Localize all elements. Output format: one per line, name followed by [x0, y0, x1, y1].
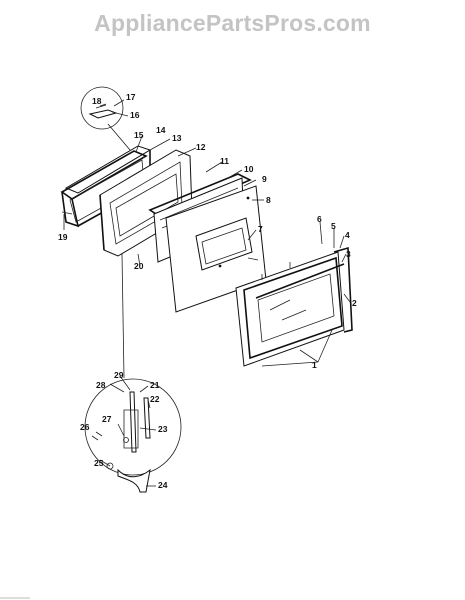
callout-11: 11 — [220, 156, 229, 166]
top-detail-circle — [80, 86, 131, 151]
callout-10: 10 — [244, 164, 254, 174]
callout-1: 1 — [312, 360, 317, 370]
callout-2: 2 — [352, 298, 357, 308]
callout-22: 22 — [150, 394, 160, 404]
outer-door-panel — [165, 185, 267, 313]
watermark-logo: AppliancePartsPros.com — [94, 10, 371, 36]
callout-4: 4 — [345, 230, 350, 240]
callout-8: 8 — [266, 195, 271, 205]
callout-21: 21 — [150, 380, 160, 390]
callout-5: 5 — [331, 221, 336, 231]
callout-6: 6 — [317, 214, 322, 224]
callout-27: 27 — [102, 414, 112, 424]
callout-23: 23 — [158, 424, 168, 434]
hinge-detail-circle — [84, 253, 182, 493]
leader-lines — [63, 99, 351, 487]
callout-7: 7 — [258, 224, 263, 234]
callout-26: 26 — [80, 422, 90, 432]
callout-24: 24 — [158, 480, 168, 490]
callout-15: 15 — [134, 130, 144, 140]
callout-13: 13 — [172, 133, 182, 143]
callout-29: 29 — [114, 370, 124, 380]
callout-28: 28 — [96, 380, 106, 390]
callout-16: 16 — [130, 110, 140, 120]
door-frame-assembly — [235, 246, 353, 367]
callout-labels: 1 2 3 4 5 6 7 8 9 10 11 12 13 14 15 16 1… — [58, 92, 357, 490]
callout-20: 20 — [134, 261, 144, 271]
callout-14: 14 — [156, 125, 166, 135]
callout-19: 19 — [58, 232, 68, 242]
callout-17: 17 — [126, 92, 136, 102]
callout-12: 12 — [196, 142, 206, 152]
callout-9: 9 — [262, 174, 267, 184]
callout-18: 18 — [92, 96, 102, 106]
callout-3: 3 — [346, 249, 351, 259]
callout-25: 25 — [94, 458, 104, 468]
